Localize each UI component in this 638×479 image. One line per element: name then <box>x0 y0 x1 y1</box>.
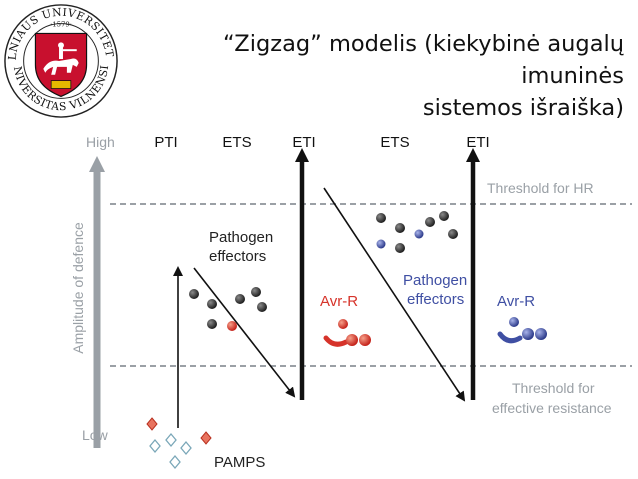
pamp-diamond <box>180 440 192 456</box>
phase-label-pti: PTI <box>154 134 177 151</box>
phase-label-eti-2: ETI <box>466 134 489 151</box>
ets-down-arrow-1 <box>193 267 296 398</box>
title-line-2: sistemos išraiška) <box>422 95 624 121</box>
phase-label-ets-2: ETS <box>380 134 409 151</box>
title-line-1: “Zigzag” modelis (kiekybinė augalų imuni… <box>223 31 624 89</box>
threshold-resistance-label-2: effective resistance <box>492 400 612 416</box>
effector-molecule <box>439 211 449 221</box>
effector-molecule-red <box>227 321 237 331</box>
effectors-2-label-1: Pathogen <box>403 272 467 289</box>
ets-down-arrow-2 <box>323 187 466 402</box>
phase-label-eti-1: ETI <box>292 134 315 151</box>
effector-molecule <box>395 243 405 253</box>
y-axis-label: Amplitude of defence <box>70 222 86 354</box>
effector-molecule <box>425 217 435 227</box>
avr-r-complex-red <box>323 319 371 347</box>
effector-molecule <box>376 213 386 223</box>
university-seal-logo: VILNIAUS UNIVERSITETAS UNIVERSITAS VILNE… <box>2 2 118 118</box>
y-low-label: Low <box>82 427 109 443</box>
effector-molecule <box>189 289 199 299</box>
pamp-diamond-red <box>200 431 212 445</box>
pamp-diamond <box>149 438 161 454</box>
effector-molecules-1 <box>189 287 267 331</box>
effector-molecule <box>207 319 217 329</box>
effectors-2-label-2: effectors <box>407 291 464 308</box>
effector-molecule <box>448 229 458 239</box>
effector-molecule <box>257 302 267 312</box>
pamps-label: PAMPS <box>214 454 265 471</box>
seal-year: ·1579· <box>50 21 72 29</box>
effector-molecule-blue <box>414 229 424 239</box>
effectors-1-label-2: effectors <box>209 248 266 265</box>
effector-molecule-blue <box>376 239 386 249</box>
knight-icon <box>43 42 79 75</box>
effector-molecule <box>207 299 217 309</box>
avr-r-complex-blue <box>497 317 547 344</box>
effector-molecules-2 <box>376 211 458 253</box>
effector-molecule <box>395 223 405 233</box>
avr-r-label-2: Avr-R <box>497 293 535 310</box>
slide-title: “Zigzag” modelis (kiekybinė augalų imuni… <box>114 28 624 124</box>
pamp-diamond <box>165 432 177 448</box>
effector-molecule <box>235 294 245 304</box>
pamp-diamond <box>169 454 181 470</box>
effectors-1-label-1: Pathogen <box>209 229 273 246</box>
phase-label-ets-1: ETS <box>222 134 251 151</box>
threshold-resistance-label-1: Threshold for <box>512 380 595 396</box>
pamp-molecules <box>146 417 212 470</box>
avr-r-label-1: Avr-R <box>320 293 358 310</box>
effector-molecule <box>251 287 261 297</box>
book-icon <box>50 80 72 89</box>
y-high-label: High <box>86 134 115 150</box>
pamp-diamond-red <box>146 417 158 431</box>
threshold-hr-label: Threshold for HR <box>487 180 594 196</box>
